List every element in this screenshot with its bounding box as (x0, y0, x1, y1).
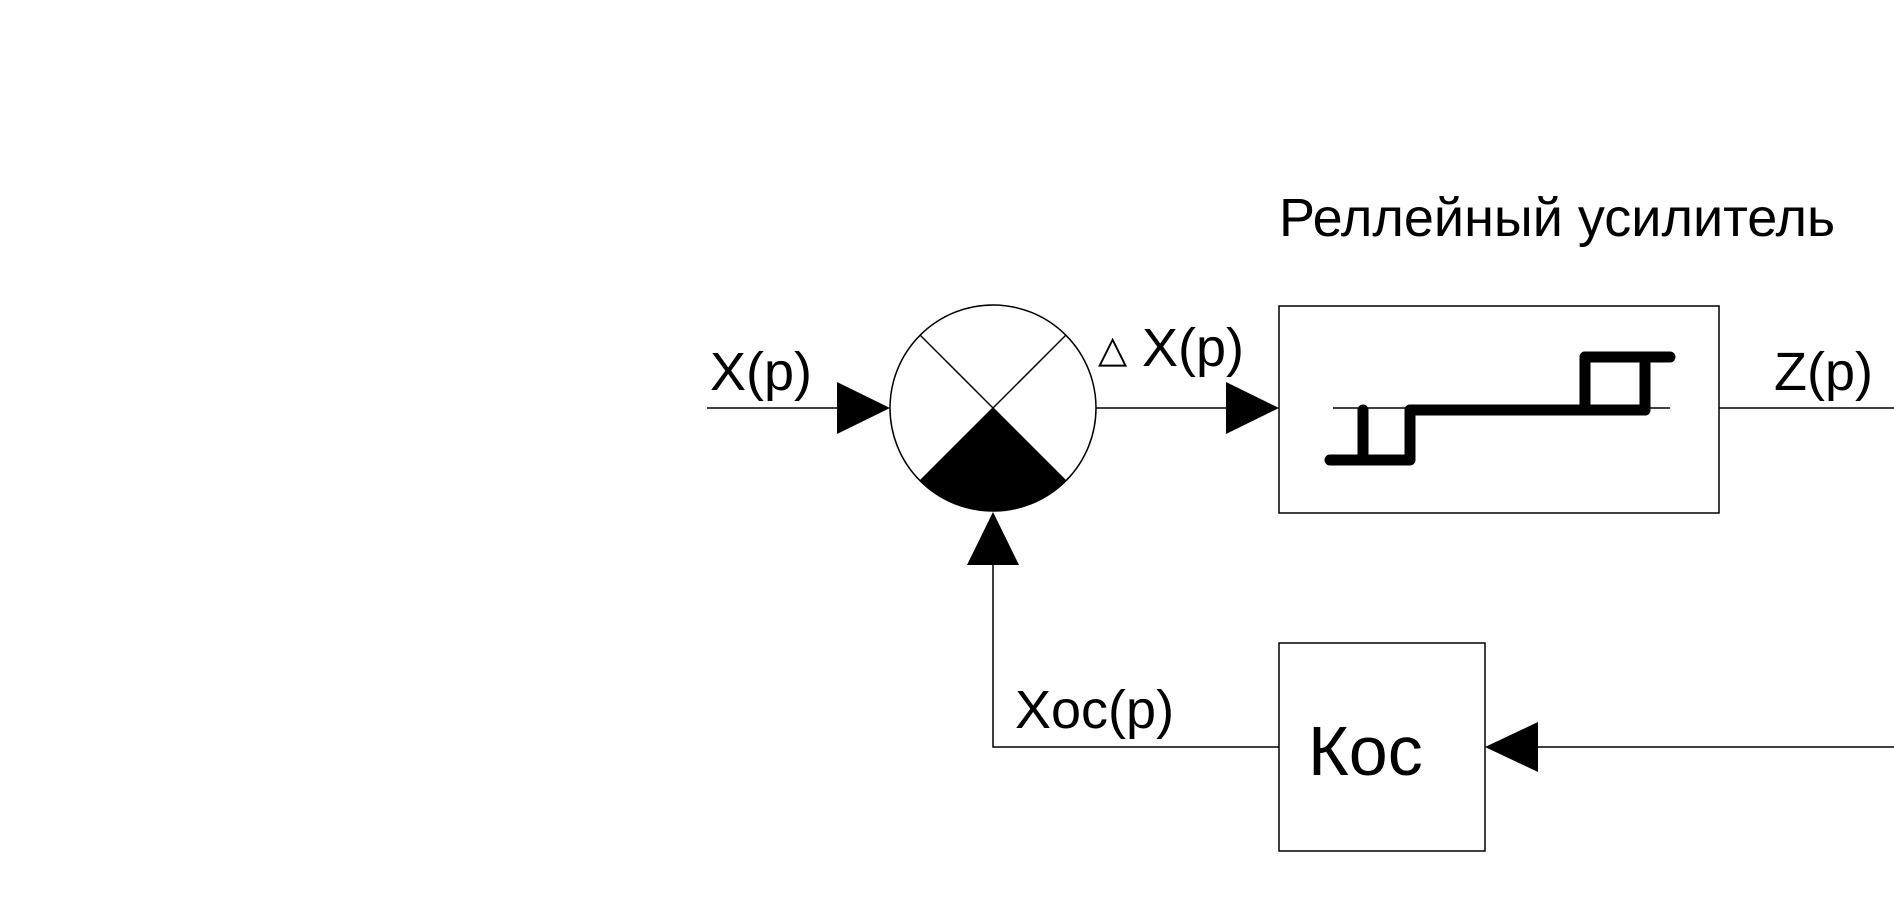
hysteresis-characteristic (1324, 351, 1676, 466)
feedback-signal-label: Xoc(p) (1015, 680, 1174, 740)
output-signal-label: Z(p) (1774, 342, 1873, 402)
error-signal-label: X(p) (1142, 318, 1244, 378)
summing-junction (889, 304, 1097, 512)
input-arrowhead (837, 382, 890, 434)
feedback-arrowhead-up (967, 512, 1019, 565)
amplifier-title: Реллейный усилитель (1279, 188, 1835, 248)
input-signal-label: X(p) (710, 342, 812, 402)
feedback-block-label: Кос (1308, 712, 1423, 790)
feedback-block (1278, 642, 1486, 852)
feedback-line (992, 560, 1279, 748)
delta-symbol: △ (1098, 329, 1128, 371)
error-arrowhead (1226, 382, 1279, 434)
summing-junction-filled-sector (920, 408, 1066, 512)
feedback-arrowhead-right (1485, 722, 1538, 772)
